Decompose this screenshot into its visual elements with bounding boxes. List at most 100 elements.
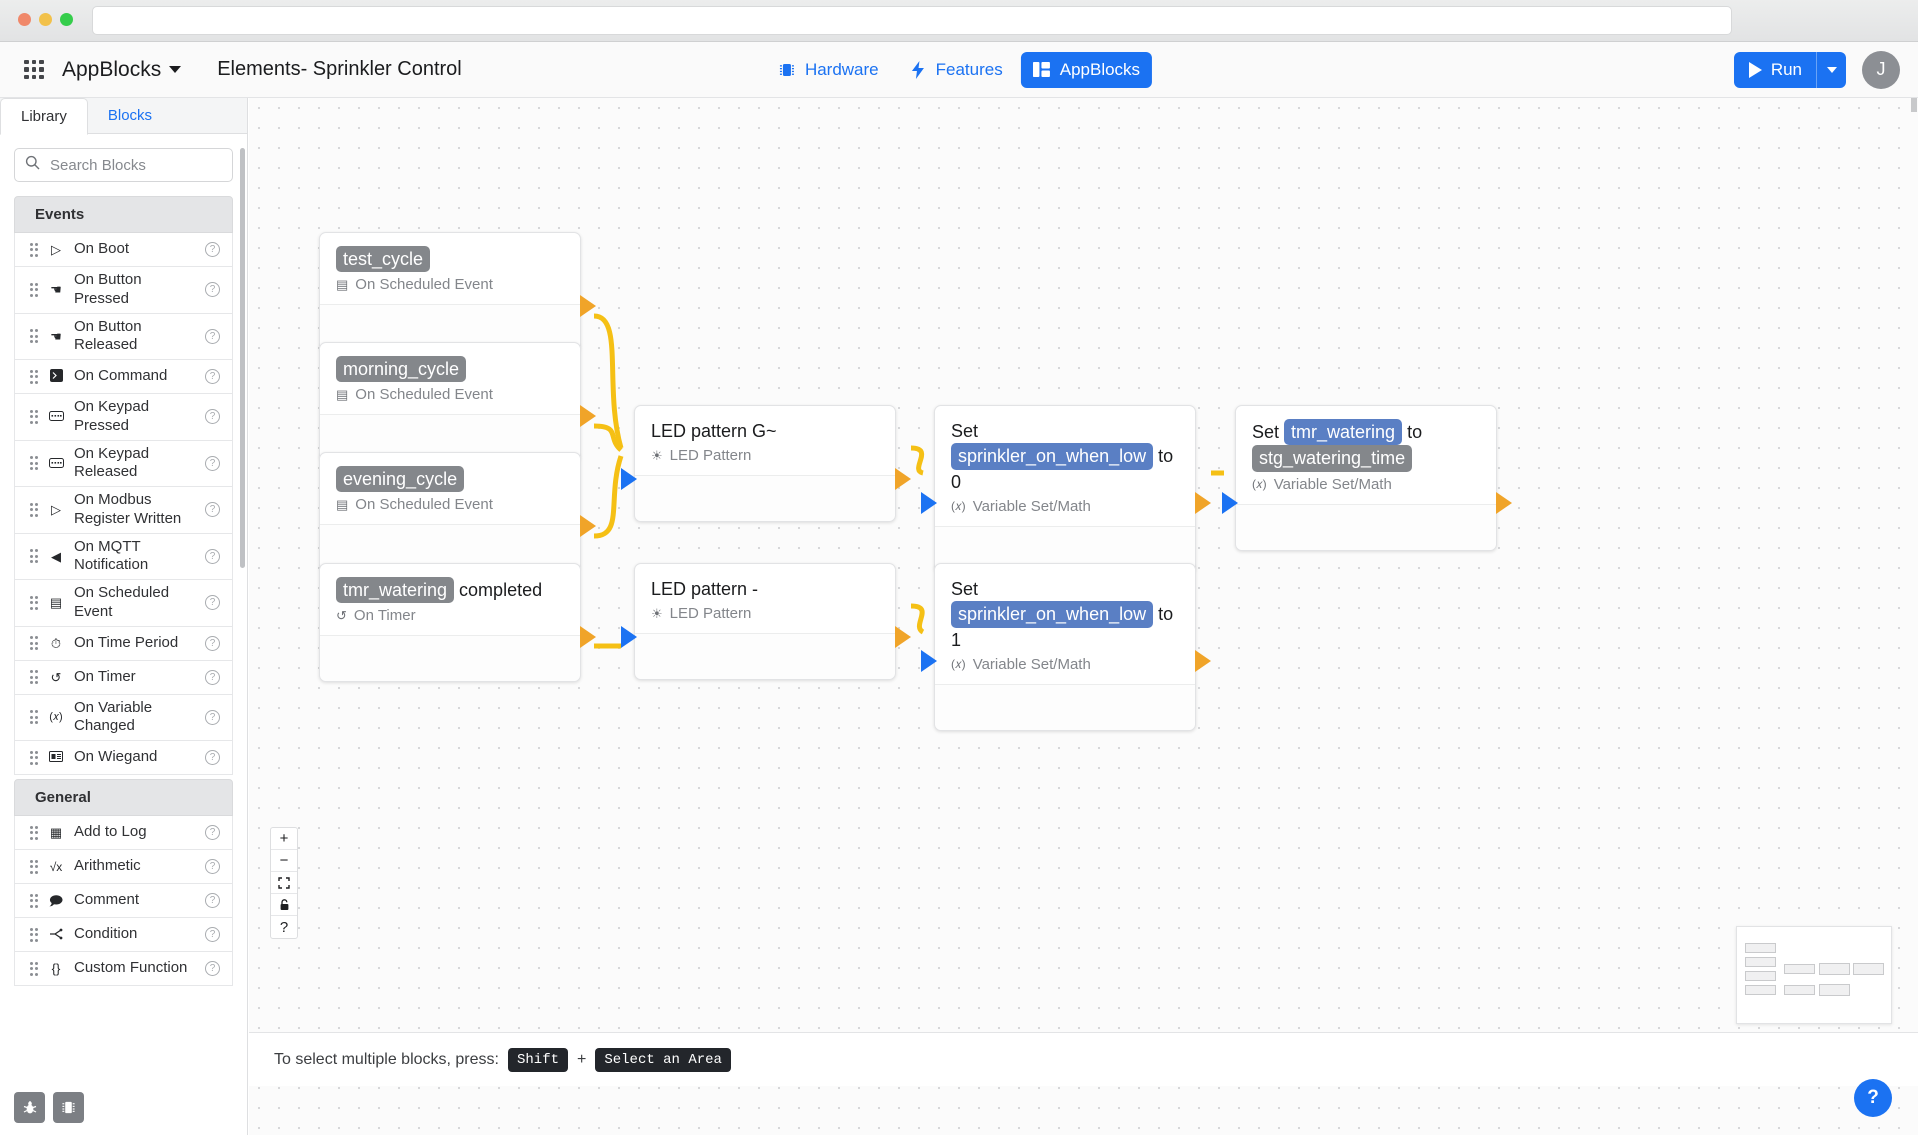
input-port[interactable] bbox=[1222, 492, 1238, 514]
drag-handle-icon[interactable] bbox=[23, 456, 45, 471]
output-port[interactable] bbox=[580, 515, 596, 537]
help-icon[interactable]: ? bbox=[205, 282, 220, 298]
output-port[interactable] bbox=[1195, 650, 1211, 672]
library-item-on-mqtt-notification[interactable]: ◀ On MQTT Notification ? bbox=[14, 533, 233, 580]
help-icon[interactable]: ? bbox=[205, 893, 220, 908]
output-port[interactable] bbox=[1496, 492, 1512, 514]
help-icon[interactable]: ? bbox=[205, 635, 220, 651]
library-item-on-variable-changed[interactable]: (𝑥) On Variable Changed ? bbox=[14, 694, 233, 741]
zoom-out-button[interactable]: − bbox=[271, 850, 297, 872]
input-port[interactable] bbox=[921, 492, 937, 514]
close-window-button[interactable] bbox=[18, 13, 31, 26]
library-item-on-wiegand[interactable]: On Wiegand ? bbox=[14, 741, 233, 775]
drag-handle-icon[interactable] bbox=[23, 595, 45, 610]
avatar[interactable]: J bbox=[1862, 50, 1900, 89]
canvas-help-button[interactable]: ? bbox=[279, 918, 289, 936]
output-port[interactable] bbox=[580, 295, 596, 317]
help-icon[interactable]: ? bbox=[205, 750, 220, 765]
library-item-on-keypad-released[interactable]: On Keypad Released ? bbox=[14, 440, 233, 487]
library-item-arithmetic[interactable]: √x Arithmetic ? bbox=[14, 850, 233, 884]
library-item-on-boot[interactable]: ▷ On Boot ? bbox=[14, 233, 233, 267]
tab-blocks[interactable]: Blocks bbox=[107, 107, 153, 124]
help-icon[interactable]: ? bbox=[205, 961, 220, 976]
node-tmr-watering-completed[interactable]: tmr_watering completed ↺ On Timer bbox=[319, 563, 596, 683]
search-box[interactable] bbox=[14, 148, 233, 182]
nav-item-appblocks[interactable]: AppBlocks bbox=[1020, 51, 1153, 88]
drag-handle-icon[interactable] bbox=[23, 409, 45, 424]
node-morning-cycle[interactable]: morning_cycle ▤ On Scheduled Event bbox=[319, 342, 596, 462]
input-port[interactable] bbox=[621, 468, 637, 490]
drag-handle-icon[interactable] bbox=[23, 636, 45, 650]
help-icon[interactable]: ? bbox=[205, 328, 220, 344]
drag-handle-icon[interactable] bbox=[23, 549, 45, 564]
help-icon[interactable]: ? bbox=[205, 859, 220, 874]
hardware-panel-button[interactable] bbox=[53, 1092, 84, 1123]
apps-grid-icon[interactable] bbox=[22, 58, 46, 82]
nav-item-hardware[interactable]: Hardware bbox=[766, 52, 891, 88]
drag-handle-icon[interactable] bbox=[23, 670, 45, 684]
drag-handle-icon[interactable] bbox=[23, 825, 45, 840]
node-set-sprinkler-low-0[interactable]: Set sprinkler_on_when_low to 0 (𝑥) Varia… bbox=[921, 405, 1211, 573]
drag-handle-icon[interactable] bbox=[23, 927, 45, 942]
search-input[interactable] bbox=[50, 156, 222, 174]
tab-library[interactable]: Library bbox=[0, 98, 88, 135]
minimize-window-button[interactable] bbox=[39, 13, 52, 26]
sidebar-scrollbar[interactable] bbox=[240, 148, 245, 568]
help-icon[interactable]: ? bbox=[205, 669, 220, 685]
help-icon[interactable]: ? bbox=[205, 409, 220, 425]
library-item-condition[interactable]: Condition ? bbox=[14, 918, 233, 952]
input-port[interactable] bbox=[621, 626, 637, 648]
help-icon[interactable]: ? bbox=[205, 825, 220, 840]
drag-handle-icon[interactable] bbox=[23, 961, 45, 976]
input-port[interactable] bbox=[921, 650, 937, 672]
fit-screen-button[interactable] bbox=[271, 872, 297, 894]
canvas-scrollbar[interactable] bbox=[1911, 98, 1917, 112]
browser-url-bar[interactable] bbox=[92, 6, 1732, 35]
help-icon[interactable]: ? bbox=[205, 548, 220, 564]
help-icon[interactable]: ? bbox=[205, 369, 220, 384]
library-item-on-keypad-pressed[interactable]: On Keypad Pressed ? bbox=[14, 394, 233, 441]
help-icon[interactable]: ? bbox=[205, 927, 220, 942]
zoom-in-button[interactable]: + bbox=[271, 828, 297, 850]
library-item-on-timer[interactable]: ↺ On Timer ? bbox=[14, 660, 233, 695]
output-port[interactable] bbox=[580, 405, 596, 427]
library-item-on-button-released[interactable]: ☚ On Button Released ? bbox=[14, 313, 233, 360]
node-led-pattern-dash[interactable]: LED pattern - ☀ LED Pattern bbox=[621, 563, 911, 681]
library-item-on-scheduled-event[interactable]: ▤ On Scheduled Event ? bbox=[14, 580, 233, 627]
run-button[interactable]: Run bbox=[1733, 51, 1846, 88]
help-icon[interactable]: ? bbox=[205, 502, 220, 518]
maximize-window-button[interactable] bbox=[60, 13, 73, 26]
output-port[interactable] bbox=[895, 626, 911, 648]
library-item-add-to-log[interactable]: ▦ Add to Log ? bbox=[14, 816, 233, 850]
node-led-pattern-g[interactable]: LED pattern G~ ☀ LED Pattern bbox=[621, 405, 911, 523]
run-dropdown-button[interactable] bbox=[1816, 51, 1846, 88]
drag-handle-icon[interactable] bbox=[23, 282, 45, 297]
node-set-tmr-watering[interactable]: Set tmr_watering to stg_watering_time (𝑥… bbox=[1222, 405, 1512, 551]
help-fab-button[interactable]: ? bbox=[1854, 1079, 1892, 1117]
library-item-on-modbus-register-written[interactable]: ▷ On Modbus Register Written ? bbox=[14, 487, 233, 534]
drag-handle-icon[interactable] bbox=[23, 893, 45, 908]
library-item-on-command[interactable]: On Command ? bbox=[14, 360, 233, 394]
output-port[interactable] bbox=[1195, 492, 1211, 514]
node-set-sprinkler-low-1[interactable]: Set sprinkler_on_when_low to 1 (𝑥) Varia… bbox=[921, 563, 1211, 731]
node-evening-cycle[interactable]: evening_cycle ▤ On Scheduled Event bbox=[319, 452, 596, 572]
help-icon[interactable]: ? bbox=[205, 242, 220, 257]
drag-handle-icon[interactable] bbox=[23, 710, 45, 725]
library-item-comment[interactable]: 🗩 Comment ? bbox=[14, 884, 233, 918]
node-test-cycle[interactable]: test_cycle ▤ On Scheduled Event bbox=[319, 232, 596, 352]
lock-canvas-button[interactable] bbox=[271, 894, 297, 916]
drag-handle-icon[interactable] bbox=[23, 859, 45, 874]
flow-canvas[interactable]: test_cycle ▤ On Scheduled Event morning_… bbox=[249, 98, 1918, 1135]
drag-handle-icon[interactable] bbox=[23, 369, 45, 384]
help-icon[interactable]: ? bbox=[205, 595, 220, 611]
minimap[interactable] bbox=[1736, 926, 1892, 1024]
drag-handle-icon[interactable] bbox=[23, 502, 45, 517]
run-button-main[interactable]: Run bbox=[1734, 52, 1816, 88]
help-icon[interactable]: ? bbox=[205, 709, 220, 725]
nav-item-features[interactable]: Features bbox=[897, 52, 1015, 88]
drag-handle-icon[interactable] bbox=[23, 750, 45, 765]
brand-menu[interactable]: AppBlocks bbox=[62, 58, 182, 82]
output-port[interactable] bbox=[580, 626, 596, 648]
help-icon[interactable]: ? bbox=[205, 455, 220, 471]
output-port[interactable] bbox=[895, 468, 911, 490]
